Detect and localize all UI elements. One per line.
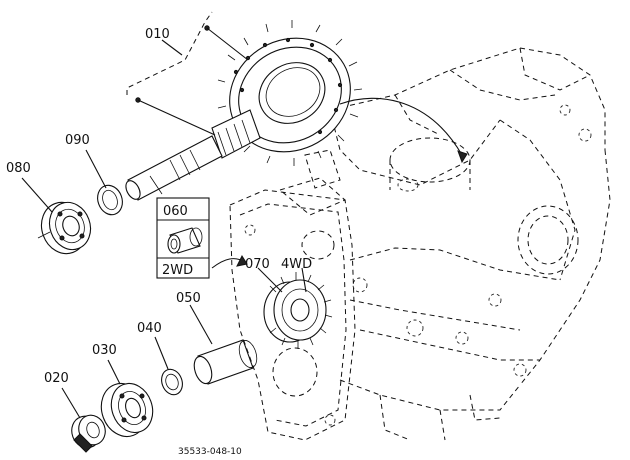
bearing-030 <box>100 359 154 438</box>
bracket-010 <box>126 11 249 136</box>
nut-020 <box>61 387 106 453</box>
sleeve-050 <box>189 304 258 385</box>
assembly-arrow-ring-gear <box>339 97 468 164</box>
label-4wd: 4WD <box>281 257 312 272</box>
label-090: 090 <box>65 133 90 148</box>
label-010: 010 <box>145 27 170 42</box>
gear-070 <box>257 267 333 349</box>
drawing-number: 35533-048-10 <box>178 447 242 457</box>
label-020: 020 <box>44 371 69 386</box>
washer-040 <box>154 336 183 396</box>
label-050: 050 <box>176 291 201 306</box>
label-030: 030 <box>92 343 117 358</box>
ring-gear <box>217 20 363 166</box>
label-060: 060 <box>163 204 188 219</box>
label-070: 070 <box>245 257 270 272</box>
label-080: 080 <box>6 161 31 176</box>
assembly-arrow-2wd <box>211 254 248 269</box>
inset-box-2wd <box>156 197 210 279</box>
bearing-080 <box>21 177 92 255</box>
label-2wd: 2WD <box>162 263 193 278</box>
washer-090 <box>85 149 123 216</box>
label-040: 040 <box>137 321 162 336</box>
pinion-shaft <box>125 109 261 201</box>
transmission-case <box>229 47 611 441</box>
